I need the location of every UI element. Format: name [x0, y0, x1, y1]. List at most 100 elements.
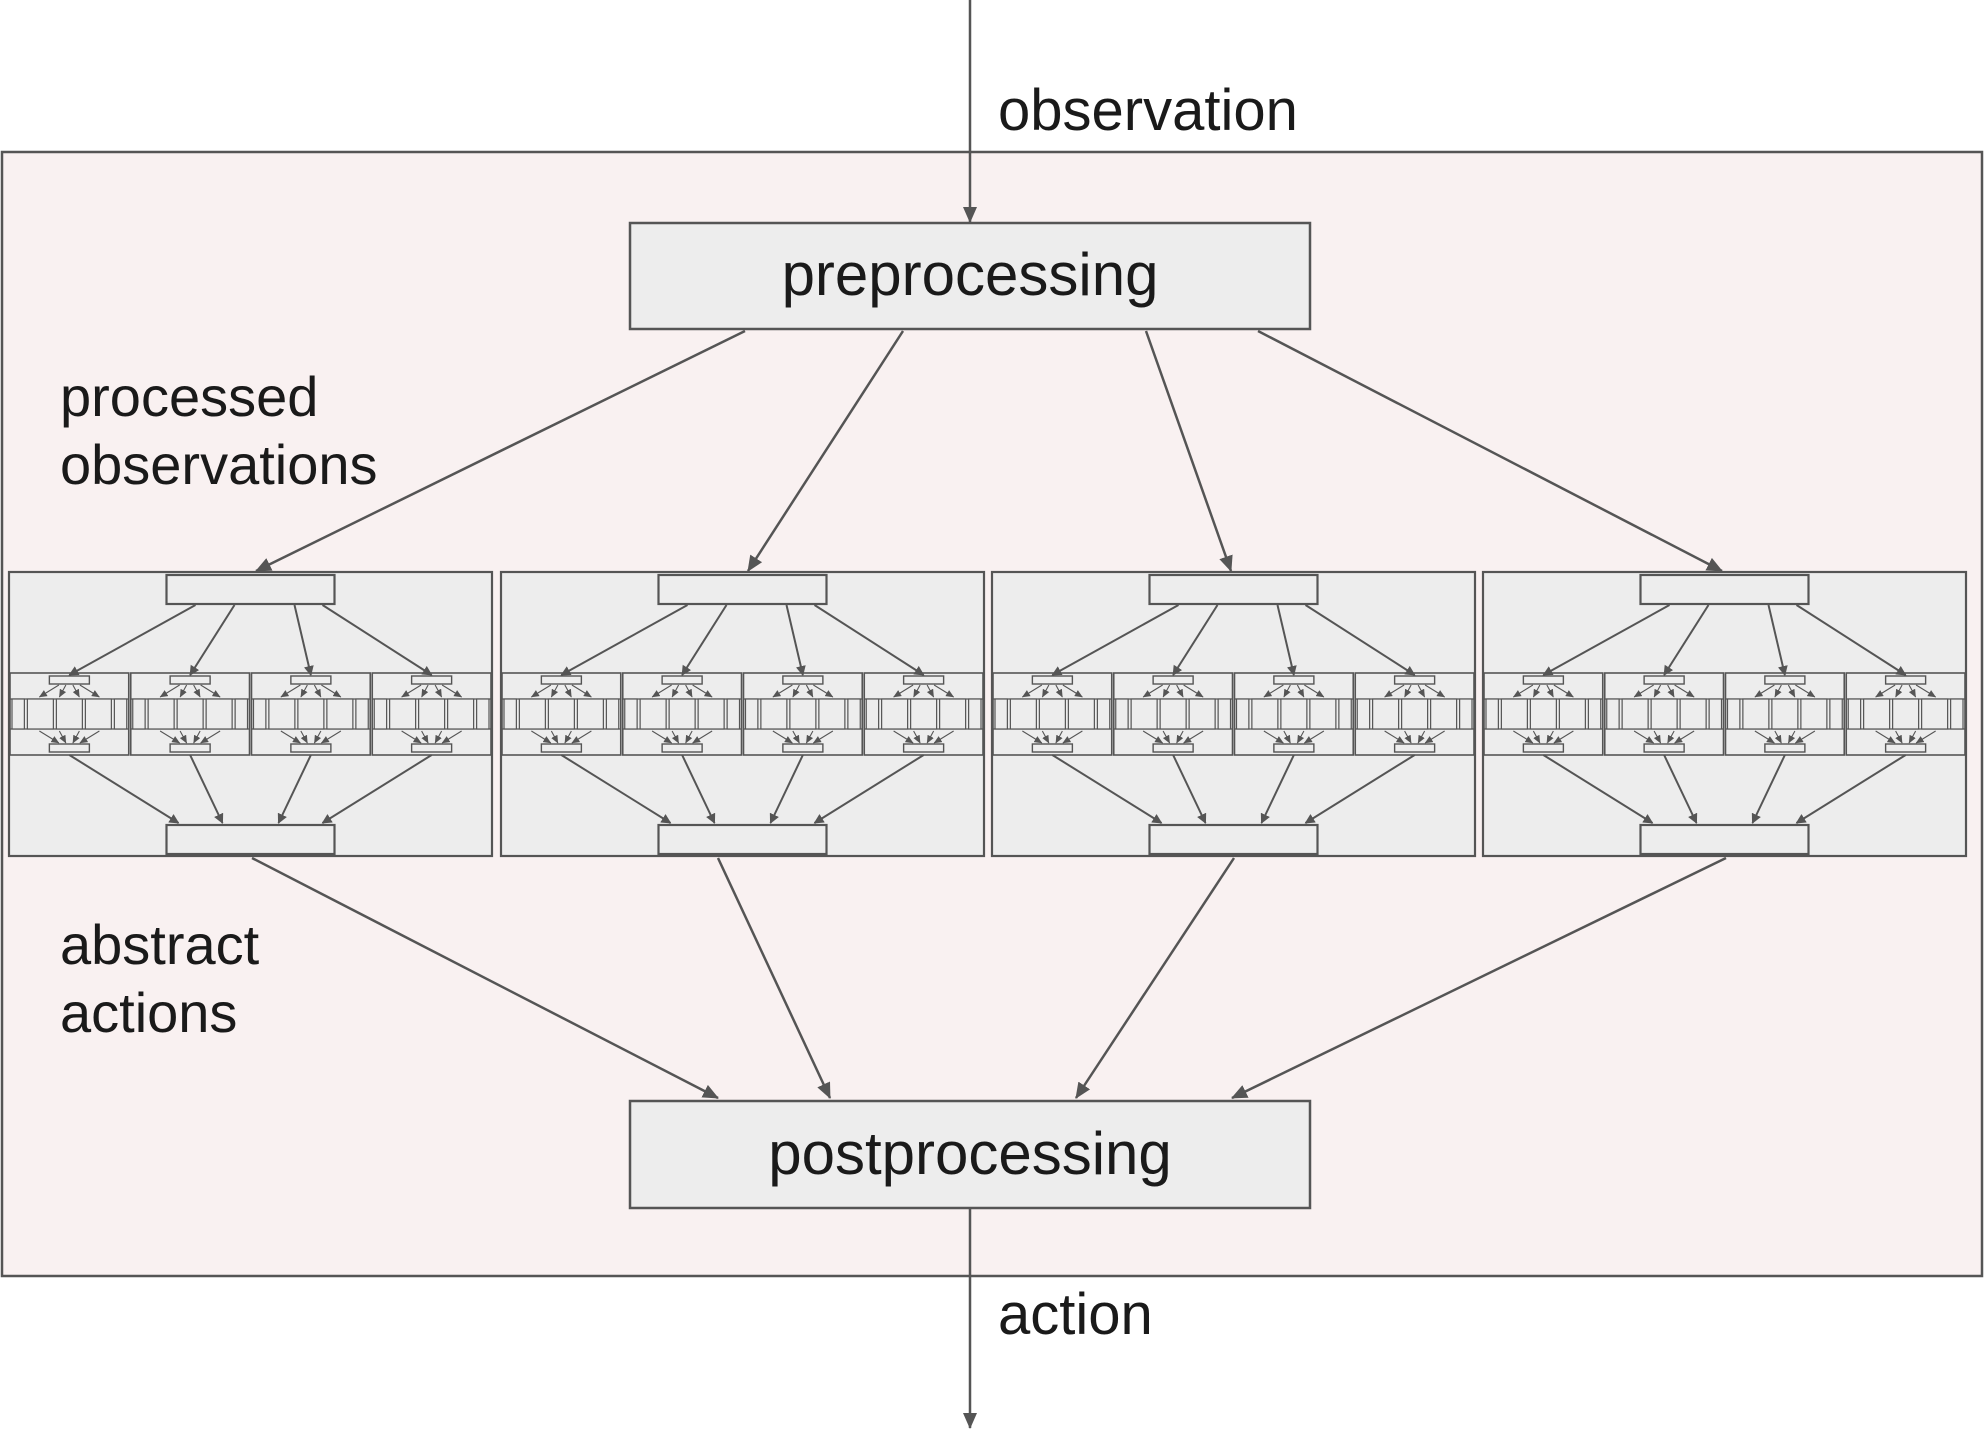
sub-module-2 — [129, 672, 251, 756]
leaf-input-arrow — [933, 684, 955, 698]
module-input-node — [657, 573, 828, 606]
leaf-input-arrow — [1633, 684, 1654, 698]
leaf-cell — [881, 698, 909, 730]
leaf-cell — [1558, 698, 1586, 730]
module-fanin-arrow — [1172, 754, 1207, 824]
leaf-output-arrow — [913, 730, 921, 744]
leaf-input-arrow — [692, 684, 713, 698]
leaf-input-arrow — [1754, 684, 1775, 698]
leaf-input-arrow — [792, 684, 800, 698]
processed-observations-label: processed observations — [60, 365, 378, 496]
leaf-input-arrow — [58, 684, 67, 698]
leaf-cell — [205, 698, 233, 730]
module-fanin-arrow — [189, 754, 224, 824]
leaf-cell — [1847, 698, 1862, 730]
leaf-output-arrow — [1142, 730, 1164, 744]
sub-module-1 — [1483, 672, 1604, 756]
leaf-output-arrow — [280, 730, 301, 744]
leaf-cell — [1251, 698, 1279, 730]
leaf-cell — [547, 698, 575, 730]
leaf-cell — [355, 698, 369, 730]
leaf-input-arrow — [571, 684, 592, 698]
leaf-input-arrow — [1404, 684, 1412, 698]
leaf-output-arrow — [1674, 730, 1695, 744]
module-fanin-arrow — [560, 754, 672, 824]
leaf-input-arrow — [1183, 684, 1204, 698]
module-fanin-arrow — [1051, 754, 1163, 824]
sub-module-output-node — [1643, 743, 1685, 753]
sub-module-input-node — [1764, 675, 1806, 685]
leaf-output-arrow — [434, 730, 443, 744]
module-fanout-arrow — [681, 604, 728, 676]
leaf-cell — [910, 698, 938, 730]
leaf-output-arrow — [39, 730, 60, 744]
leaf-input-arrow — [1041, 684, 1050, 698]
module-fanout-arrow — [1795, 604, 1907, 676]
sub-module-2 — [1112, 672, 1234, 756]
leaf-input-arrow — [926, 684, 935, 698]
leaf-input-arrow — [1915, 684, 1937, 698]
leaf-output-arrow — [564, 730, 572, 744]
leaf-output-arrow — [1532, 730, 1541, 744]
leaf-input-arrow — [813, 684, 834, 698]
leaf-cell — [1309, 698, 1337, 730]
leaf-output-arrow — [200, 730, 221, 744]
leaf-input-arrow — [651, 684, 672, 698]
leaf-input-arrow — [421, 684, 429, 698]
leaf-cell — [1800, 698, 1828, 730]
leaf-cell — [1338, 698, 1352, 730]
module-fanin-arrow — [1663, 754, 1698, 824]
leaf-input-arrow — [179, 684, 188, 698]
leaf-output-arrow — [421, 730, 429, 744]
sub-module-input-node — [782, 675, 824, 685]
leaf-output-arrow — [1404, 730, 1412, 744]
leaf-output-arrow — [58, 730, 67, 744]
sub-module-output-node — [782, 743, 824, 753]
leaf-input-arrow — [564, 684, 572, 698]
leaf-output-arrow — [1055, 730, 1063, 744]
leaf-output-arrow — [1653, 730, 1662, 744]
module-input-node — [1148, 573, 1319, 606]
module-fanout-arrow — [560, 604, 688, 676]
leaf-output-arrow — [1041, 730, 1050, 744]
leaf-output-arrow — [671, 730, 680, 744]
arrow-from-module-2 — [716, 857, 832, 1099]
sub-module-input-node — [290, 675, 332, 685]
leaf-input-arrow — [313, 684, 322, 698]
leaf-input-arrow — [159, 684, 180, 698]
leaf-input-arrow — [1296, 684, 1305, 698]
leaf-cell — [668, 698, 696, 730]
leaf-output-arrow — [1303, 730, 1325, 744]
leaf-cell — [1159, 698, 1187, 730]
leaf-cell — [252, 698, 267, 730]
sub-module-input-node — [410, 675, 453, 685]
arrow-to-module-4 — [1257, 329, 1723, 573]
leaf-input-arrow — [1021, 684, 1043, 698]
leaf-cell — [1921, 698, 1949, 730]
leaf-cell — [1188, 698, 1216, 730]
leaf-input-arrow — [1795, 684, 1816, 698]
leaf-cell — [1500, 698, 1528, 730]
leaf-cell — [865, 698, 880, 730]
leaf-input-arrow — [1384, 684, 1405, 698]
leaf-input-arrow — [1667, 684, 1675, 698]
module-fanin-arrow — [1260, 754, 1295, 824]
sub-module-output-node — [1393, 743, 1436, 753]
leaf-output-arrow — [72, 730, 80, 744]
leaf-input-arrow — [1062, 684, 1083, 698]
postprocessing-box — [628, 1099, 1312, 1210]
leaf-cell — [26, 698, 54, 730]
sub-module-input-node — [902, 675, 945, 685]
leaf-output-arrow — [313, 730, 322, 744]
leaf-input-arrow — [441, 684, 463, 698]
leaf-cell — [1621, 698, 1649, 730]
preprocessing-box — [628, 221, 1312, 331]
module-4 — [1481, 570, 1968, 858]
module-output-node — [657, 823, 828, 856]
sub-module-input-node — [1522, 675, 1565, 685]
sub-module-output-node — [290, 743, 332, 753]
leaf-input-arrow — [530, 684, 552, 698]
leaf-cell — [11, 698, 25, 730]
leaf-cell — [1771, 698, 1799, 730]
sub-module-1 — [992, 672, 1113, 756]
